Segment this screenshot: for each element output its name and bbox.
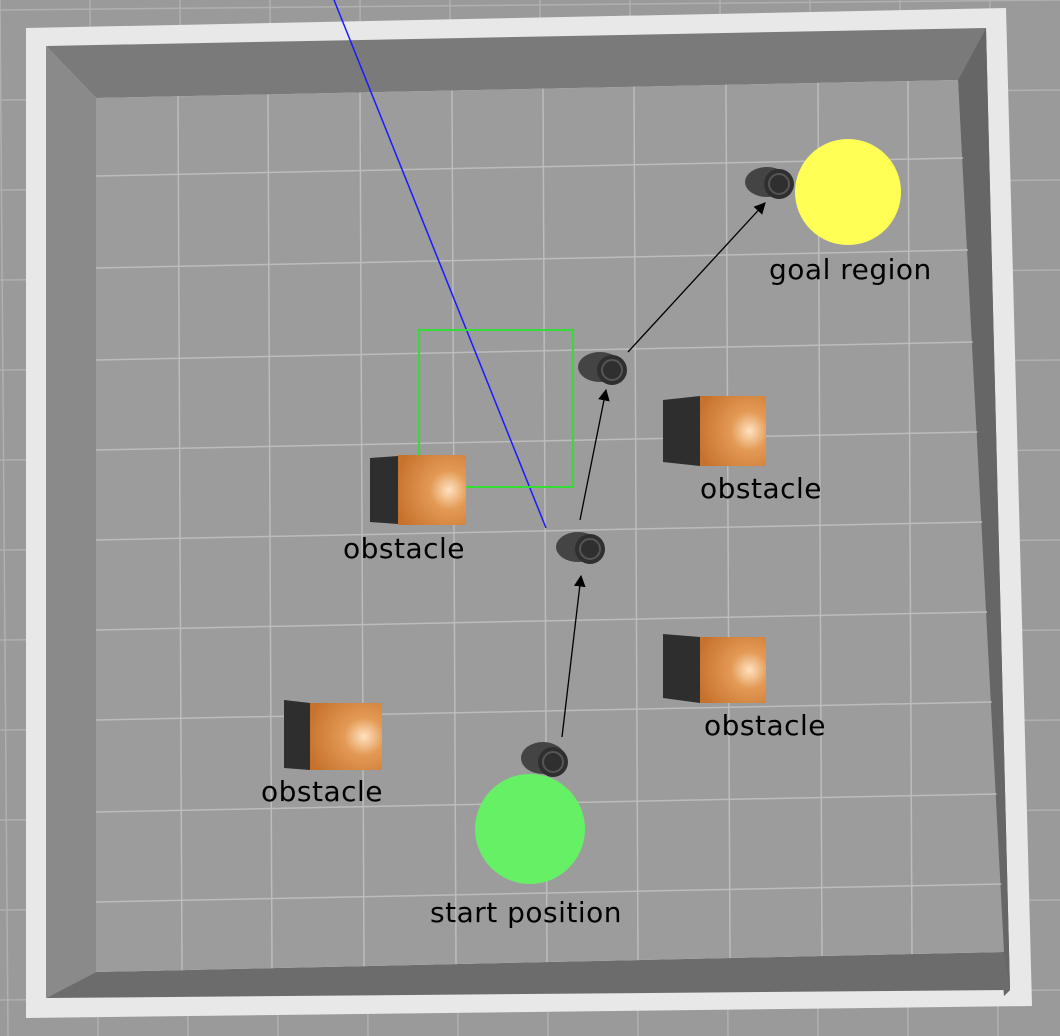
path-segment-3 (627, 202, 766, 353)
obstacle-label-4: obstacle (261, 775, 384, 808)
floor-grid-line (725, 84, 731, 959)
obstacle-box-2 (663, 396, 766, 466)
obstacle-label-2: obstacle (700, 472, 823, 505)
obstacle-label-3: obstacle (704, 709, 827, 742)
floor-grid-line (633, 86, 639, 961)
floor-grid-line (359, 92, 365, 967)
obstacle-box-1 (370, 455, 466, 525)
robot-start[interactable] (521, 742, 568, 777)
path-segment-1 (561, 574, 586, 738)
floor-grid-line (95, 341, 973, 361)
floor-grid-line (177, 96, 183, 971)
outer-grid-line (0, 0, 1060, 11)
wall-inner-right-face (958, 28, 1010, 996)
floor-grid (95, 80, 1002, 971)
wall-inner-bottom (46, 952, 1010, 998)
laser-scan-line (333, 0, 547, 529)
obstacle-box-3 (663, 634, 766, 703)
floor-grid-line (95, 431, 978, 451)
start-position-label: start position (430, 896, 623, 929)
goal-region-label: goal region (769, 253, 932, 286)
floor-grid-line (95, 521, 983, 541)
robot-goal[interactable] (745, 167, 794, 199)
outer-grid-line (0, 0, 9, 1036)
robot-waypoint-2[interactable] (578, 352, 627, 385)
wall-inner-left (46, 46, 96, 998)
robot-waypoint-1[interactable] (556, 532, 605, 564)
goal-region-circle (795, 139, 901, 245)
obstacle-box-4 (284, 700, 382, 770)
sensor-region-box (418, 329, 574, 488)
floor-grid-line (907, 80, 913, 955)
start-position-circle (475, 774, 585, 884)
obstacle-label-1: obstacle (343, 532, 466, 565)
floor-grid-line (95, 249, 968, 269)
floor-grid-line (267, 94, 273, 969)
floor-grid-line (95, 701, 992, 721)
floor-grid-line (95, 611, 988, 631)
wall-inner-top (46, 28, 986, 98)
floor-grid-line (95, 883, 1002, 903)
floor-grid-line (451, 90, 457, 965)
path-segment-2 (579, 388, 610, 521)
